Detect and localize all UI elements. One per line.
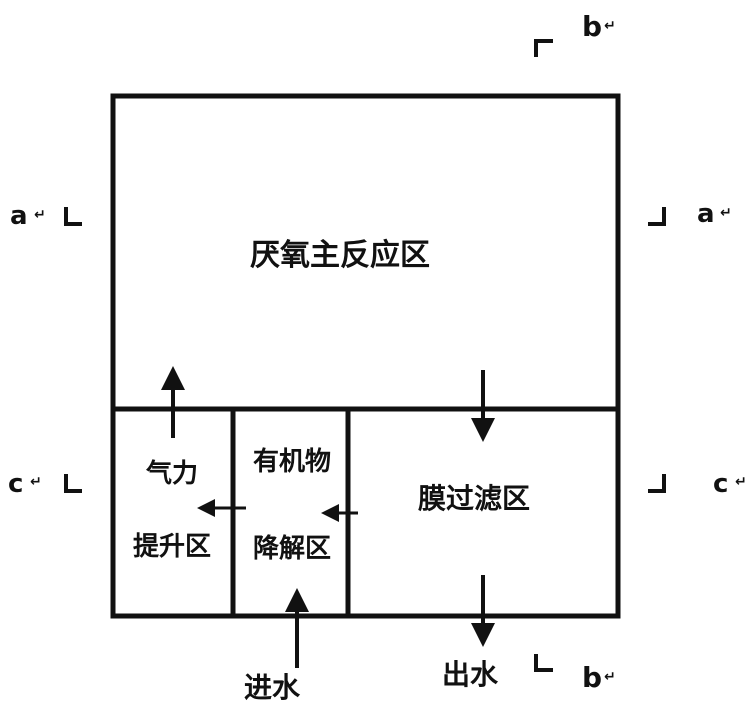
section-c-right-bracket <box>648 474 666 493</box>
section-b-bottom-tick: ↵ <box>604 669 616 685</box>
tank-outline <box>110 93 621 619</box>
section-a-right-label: a <box>697 199 715 229</box>
main-reaction-zone-label: 厌氧主反应区 <box>250 238 430 273</box>
section-c-left-tick: ↵ <box>30 474 42 490</box>
section-b-top-tick: ↵ <box>604 18 616 34</box>
section-b-top-bracket <box>534 39 553 57</box>
section-b-bottom-label: b <box>582 661 602 694</box>
section-a-left-tick: ↵ <box>34 207 46 223</box>
airlift-zone-label-line1: 气力 <box>145 458 198 489</box>
section-c-left-bracket <box>64 474 82 493</box>
section-a-right-bracket <box>648 207 666 226</box>
section-c-right-label: c <box>713 469 728 499</box>
outlet-label: 出水 <box>442 658 499 691</box>
section-c-right-tick: ↵ <box>735 474 747 490</box>
inlet-label: 进水 <box>244 671 301 703</box>
organic-degradation-zone-label-line2: 降解区 <box>253 534 331 564</box>
airlift-zone-label-line2: 提升区 <box>133 532 211 562</box>
section-a-left-bracket <box>64 207 82 226</box>
organic-degradation-zone-label-line1: 有机物 <box>253 447 331 477</box>
section-a-left-label: a <box>10 201 28 231</box>
section-a-right-tick: ↵ <box>720 205 732 221</box>
section-b-bottom-bracket <box>534 654 553 672</box>
section-c-left-label: c <box>8 469 23 499</box>
section-b-top-label: b <box>582 10 602 43</box>
membrane-filtration-zone-label: 膜过滤区 <box>418 482 530 515</box>
